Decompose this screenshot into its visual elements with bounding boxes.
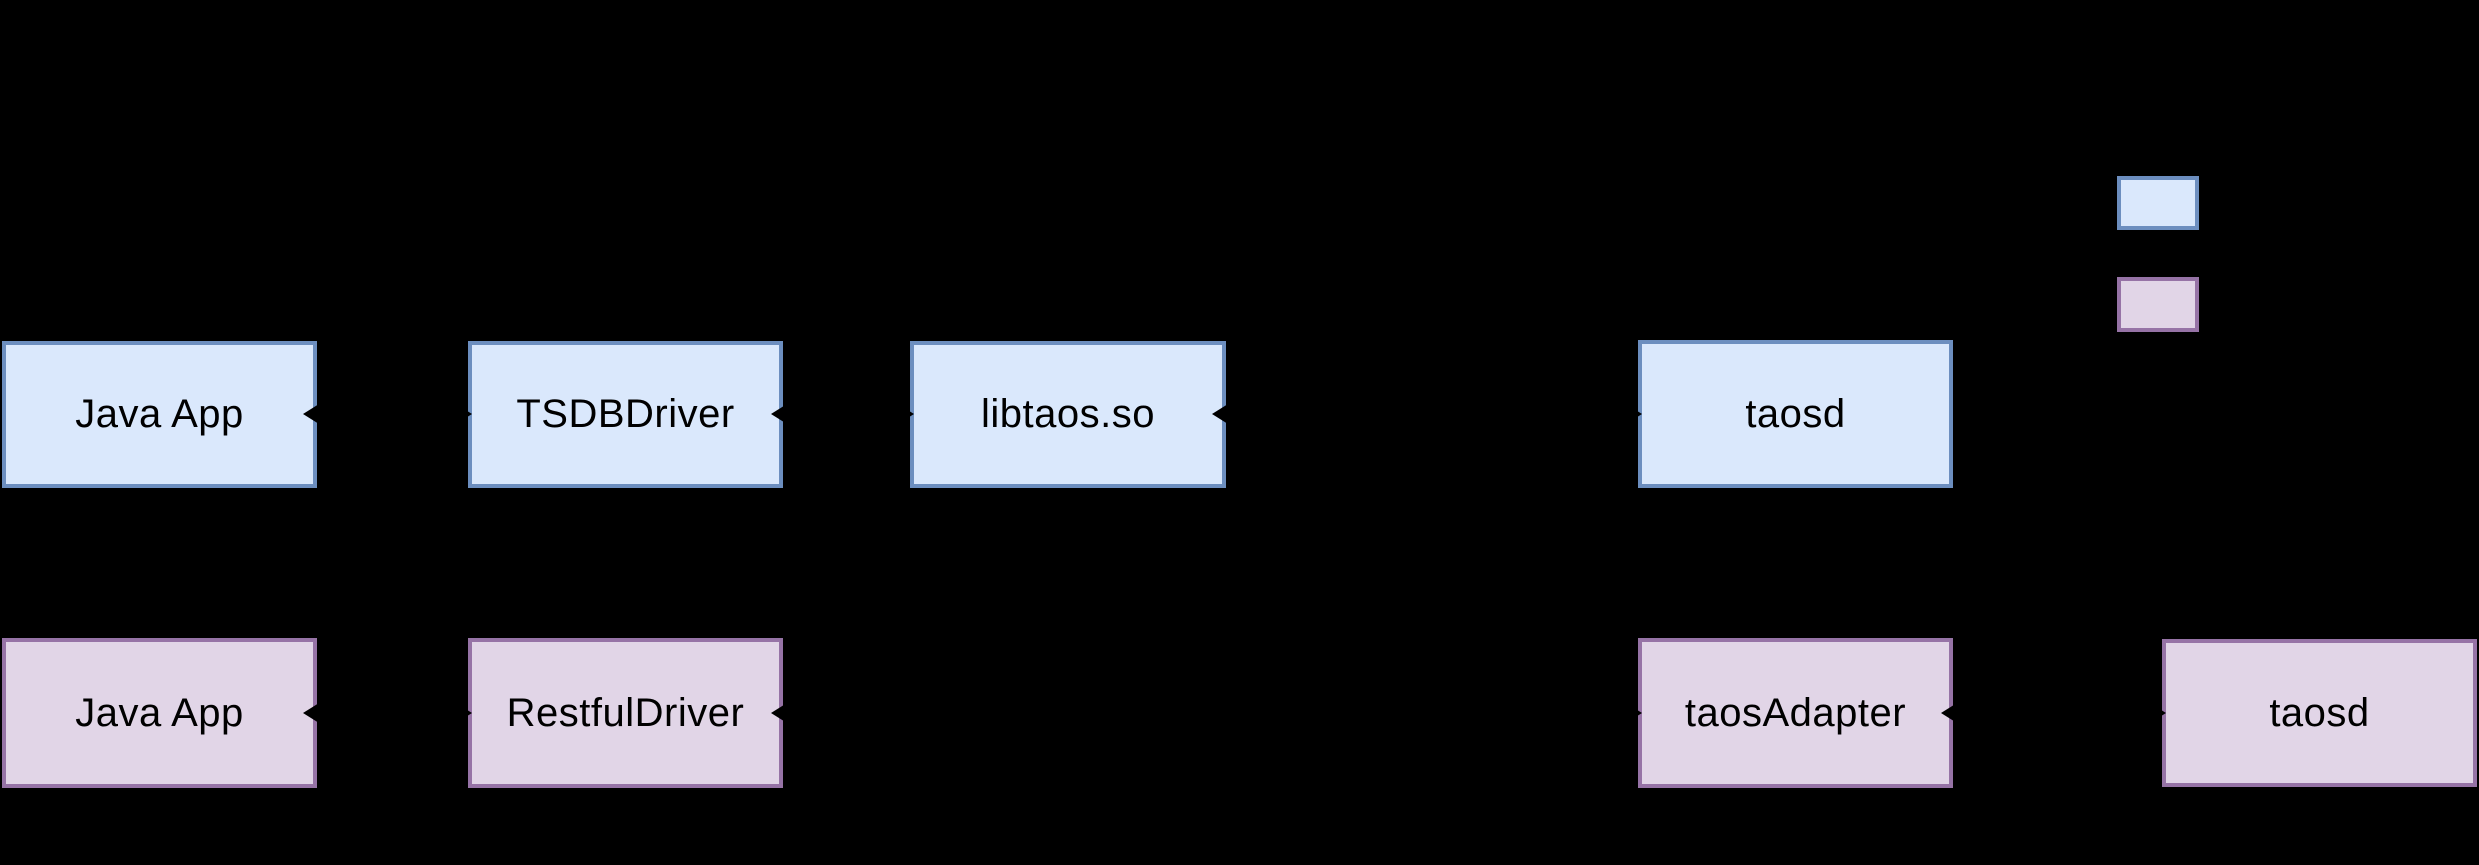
- node-libtaos-so: libtaos.so: [910, 341, 1226, 488]
- node-tsdbdriver: TSDBDriver: [468, 341, 783, 488]
- arrowhead-left-icon: [1212, 404, 1228, 424]
- arrowhead-right-icon: [898, 404, 914, 424]
- arrowhead-left-icon: [303, 404, 319, 424]
- node-taosadapter: taosAdapter: [1638, 638, 1953, 788]
- node-label: libtaos.so: [981, 392, 1155, 436]
- arrowhead-right-icon: [2150, 703, 2166, 723]
- node-label: taosAdapter: [1684, 690, 1907, 735]
- legend-pink-swatch: [2117, 277, 2199, 332]
- node-label: Java App: [75, 392, 244, 436]
- arrowhead-right-icon: [1626, 404, 1642, 424]
- arrowhead-right-icon: [1626, 703, 1642, 723]
- node-taosd-rest: taosd: [2162, 639, 2477, 787]
- node-java-app-jni: Java App: [2, 341, 317, 488]
- arrowhead-right-icon: [456, 404, 472, 424]
- arrowhead-left-icon: [771, 703, 787, 723]
- node-taosd-jni: taosd: [1638, 340, 1953, 488]
- node-label: TSDBDriver: [516, 392, 735, 436]
- arrowhead-left-icon: [771, 404, 787, 424]
- arrowhead-left-icon: [303, 703, 319, 723]
- node-label: taosd: [2269, 690, 2370, 735]
- legend-blue-swatch: [2117, 176, 2199, 230]
- node-label: Java App: [75, 690, 244, 735]
- arrowhead-left-icon: [1941, 703, 1957, 723]
- node-label: RestfulDriver: [506, 690, 745, 735]
- node-restfuldriver: RestfulDriver: [468, 638, 783, 788]
- node-label: taosd: [1745, 391, 1846, 436]
- node-java-app-rest: Java App: [2, 638, 317, 788]
- arrowhead-right-icon: [456, 703, 472, 723]
